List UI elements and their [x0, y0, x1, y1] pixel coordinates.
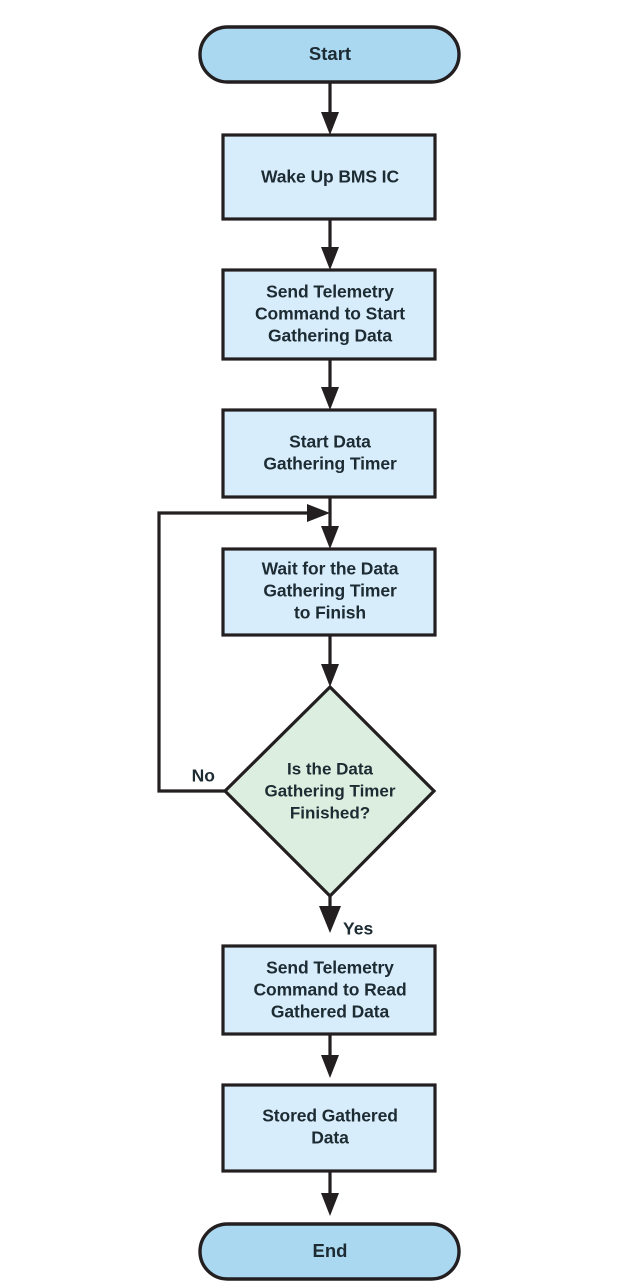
stored-gathered-data-shape — [221, 1083, 437, 1173]
send-telemetry-command-start-label-line-3: Gathering Data — [268, 326, 392, 346]
node-wait-for-timer[interactable]: Wait for the Data Gathering Timer to Fin… — [221, 547, 437, 637]
arrowhead-stored-to-end — [321, 1193, 339, 1216]
wake-up-bms-ic-shape — [221, 133, 437, 221]
wait-for-timer-label-line-3: to Finish — [294, 603, 366, 623]
connector-no-loop — [157, 511, 316, 793]
node-wake-up-bms-ic[interactable]: Wake Up BMS IC — [221, 133, 437, 221]
arrowhead-send-start-to-start-timer — [321, 387, 339, 410]
node-is-timer-finished[interactable]: Is the Data Gathering Timer Finished? — [222, 684, 437, 899]
arrowhead-start-timer-to-wait — [321, 526, 339, 549]
send-telemetry-command-start-label-line-2: Command to Start — [255, 304, 405, 324]
node-start[interactable]: Start — [198, 25, 461, 84]
is-timer-finished-shape — [222, 684, 437, 899]
node-stored-gathered-data[interactable]: Stored Gathered Data — [221, 1083, 437, 1173]
send-telemetry-command-read-label-line-2: Command to Read — [253, 980, 406, 1000]
node-send-telemetry-command-read[interactable]: Send Telemetry Command to Read Gathered … — [221, 944, 437, 1036]
branch-label-no: No — [192, 766, 215, 786]
stored-gathered-data-label-line-2: Data — [311, 1128, 349, 1148]
arrowhead-wake-up-to-send-start — [321, 247, 339, 270]
arrowhead-start-to-wake-up — [321, 112, 339, 135]
stored-gathered-data-label-line-1: Stored Gathered — [262, 1106, 398, 1126]
wait-for-timer-shape — [221, 547, 437, 637]
start-data-gathering-timer-label-line-2: Gathering Timer — [263, 454, 397, 474]
send-telemetry-command-read-label-line-1: Send Telemetry — [266, 958, 394, 978]
node-start-data-gathering-timer[interactable]: Start Data Gathering Timer — [221, 408, 437, 499]
node-send-telemetry-command-start[interactable]: Send Telemetry Command to Start Gatherin… — [221, 268, 437, 361]
arrowhead-no-loop — [307, 504, 330, 522]
wait-for-timer-label-line-1: Wait for the Data — [262, 559, 399, 579]
send-telemetry-command-read-label-line-3: Gathered Data — [271, 1002, 390, 1022]
wake-up-bms-ic-label-line-1: Wake Up BMS IC — [261, 167, 399, 187]
is-timer-finished-label-line-2: Gathering Timer — [265, 781, 396, 800]
end-terminator-shape — [198, 1222, 461, 1281]
start-label: Start — [309, 43, 351, 64]
is-timer-finished-label-line-3: Finished? — [290, 803, 370, 822]
start-data-gathering-timer-shape — [221, 408, 437, 499]
is-timer-finished-label-line-1: Is the Data — [287, 759, 374, 778]
wait-for-timer-label-line-2: Gathering Timer — [263, 581, 397, 601]
node-end[interactable]: End — [198, 1222, 461, 1281]
send-telemetry-command-start-label-line-1: Send Telemetry — [266, 282, 394, 302]
start-data-gathering-timer-label-line-1: Start Data — [289, 432, 371, 452]
start-terminator-shape — [198, 25, 461, 84]
arrowhead-wait-to-decision — [321, 664, 339, 687]
send-telemetry-command-start-shape — [221, 268, 437, 361]
arrowhead-send-read-to-stored — [321, 1055, 339, 1078]
branch-label-yes: Yes — [343, 919, 373, 939]
send-telemetry-command-read-shape — [221, 944, 437, 1036]
arrowhead-yes-to-send-read — [319, 906, 341, 933]
connectors-layer — [157, 82, 341, 1216]
end-label: End — [313, 1240, 348, 1261]
